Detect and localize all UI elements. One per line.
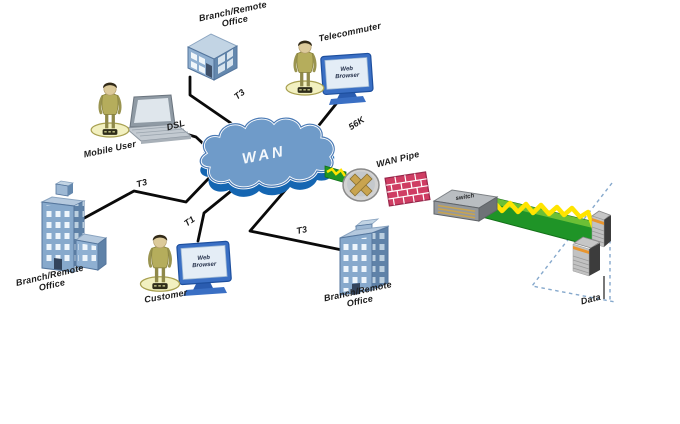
traffic-pipe-icon [481, 194, 600, 247]
server-icon [591, 210, 611, 248]
server-icon-2 [572, 236, 605, 299]
router-icon [342, 168, 380, 202]
monitor-icon-2 [176, 240, 232, 296]
person-icon-telecommuter [284, 39, 326, 97]
person-icon-mobile-user [89, 81, 131, 139]
link-t1 [196, 181, 243, 243]
link-t3-right [248, 185, 344, 252]
pipe-stub-icon [324, 165, 347, 184]
link-t3-left [75, 175, 212, 224]
monitor-icon [320, 52, 374, 105]
person-icon-customer [138, 233, 182, 293]
firewall-icon [384, 171, 431, 207]
datacenter-zone-dashed [530, 182, 616, 303]
switch-icon [432, 189, 499, 222]
laptop-icon [124, 94, 193, 144]
wan-cloud [198, 116, 336, 197]
office-building-icon-2 [339, 218, 390, 296]
skyscraper-icon [40, 180, 108, 273]
office-building-icon [186, 33, 239, 81]
